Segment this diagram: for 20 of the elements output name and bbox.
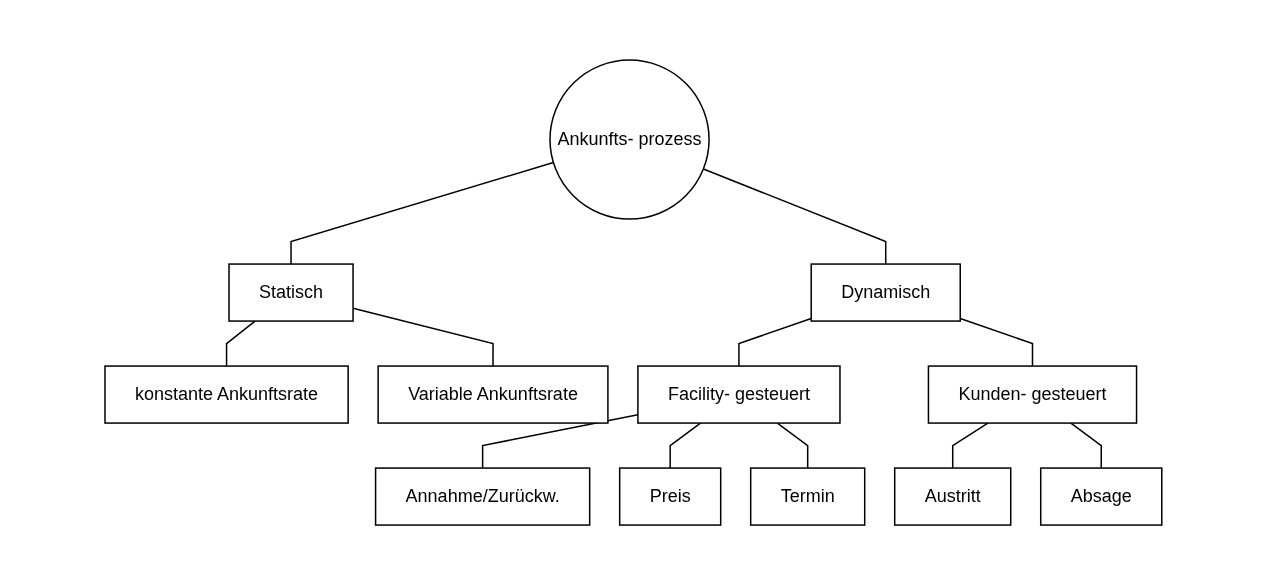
connector [1070,422,1103,469]
node-box: Dynamisch [810,263,962,322]
node-box: Statisch [228,263,354,322]
node-box: Preis [619,467,722,526]
node-box: Variable Ankunftsrate [377,365,609,424]
connector [482,413,639,469]
connector [225,320,256,367]
connector [702,168,887,265]
connector [669,422,702,469]
connector [952,422,989,469]
node-box: Facility- gesteuert [637,365,841,424]
connector [776,422,809,469]
node-box: Austritt [894,467,1012,526]
connector [959,317,1034,367]
node-box: Kunden- gesteuert [927,365,1138,424]
node-box: Absage [1040,467,1163,526]
node-box: konstante Ankunftsrate [104,365,349,424]
node-circle: Ankunfts- prozess [549,59,710,220]
node-box: Annahme/Zurückw. [374,467,591,526]
node-box: Termin [750,467,866,526]
